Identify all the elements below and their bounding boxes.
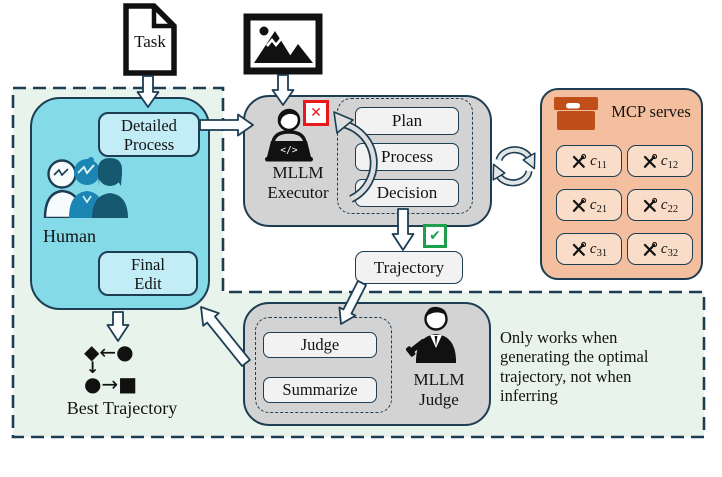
summarize-step-box: Summarize — [263, 377, 377, 403]
final-edit-box: Final Edit — [98, 251, 198, 296]
tools-icon — [572, 197, 586, 212]
toolbox-icon — [554, 97, 598, 130]
code-glyph: </> — [280, 145, 297, 156]
tools-icon — [643, 153, 657, 168]
note-text: Only works when generating the optimal t… — [500, 328, 649, 405]
tools-icon — [643, 241, 657, 256]
judge-loop-dashed-box — [255, 317, 392, 413]
best-trajectory-icon-row2: ●→■ — [84, 372, 138, 396]
task-document-icon — [123, 3, 177, 76]
people-group-icon — [43, 157, 128, 218]
success-check-icon: ✔ — [423, 224, 447, 248]
best-trajectory-label: Best Trajectory — [66, 398, 178, 418]
trajectory-box: Trajectory — [355, 251, 463, 284]
mcp-title: MCP serves — [611, 102, 691, 121]
mcp-cycle-arrows-icon — [492, 146, 536, 187]
judge-person-icon — [406, 306, 456, 363]
executor-person-icon: </> — [265, 108, 313, 162]
executor-label: MLLM Executor — [267, 163, 329, 202]
judge-step-box: Judge — [263, 332, 377, 358]
tools-icon — [643, 197, 657, 212]
detailed-process-label: Detailed Process — [121, 115, 177, 154]
best-trajectory-icon-arrow: ↓ — [86, 358, 100, 377]
error-cross-icon: ✕ — [303, 100, 329, 126]
decision-box: Decision — [355, 179, 459, 207]
arrow-human-to-best-trajectory — [106, 311, 130, 342]
human-label: Human — [43, 226, 96, 246]
judge-label: MLLM Judge — [413, 370, 465, 409]
tools-icon — [572, 153, 587, 168]
detailed-process-box: Detailed Process — [98, 112, 200, 157]
process-box: Process — [355, 143, 459, 171]
task-label: Task — [134, 32, 166, 51]
tools-icon — [572, 241, 586, 256]
final-edit-label: Final Edit — [131, 254, 165, 293]
image-icon — [243, 13, 323, 75]
best-trajectory-icon-row1: ◆←● — [84, 340, 134, 364]
mllm-judge-box — [243, 302, 491, 426]
plan-box: Plan — [355, 107, 459, 135]
